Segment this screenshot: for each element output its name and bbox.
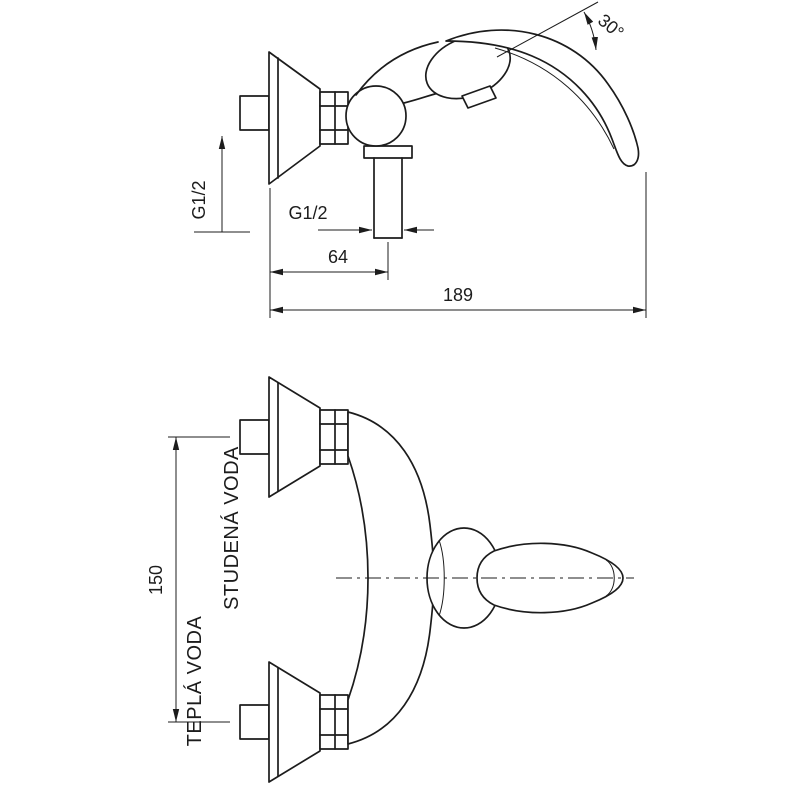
lever-handle	[445, 29, 640, 167]
escutcheon-cone	[268, 661, 321, 783]
wall-connection	[239, 51, 349, 185]
offset-dimension: 64	[269, 188, 389, 318]
hot-water-inlet	[239, 661, 349, 783]
wall-nipple	[239, 419, 270, 455]
mixer-body	[345, 29, 640, 167]
angle-dimension-label: 30°	[594, 10, 628, 43]
escutcheon-cone	[268, 51, 321, 185]
mixer-body-plan	[336, 411, 634, 745]
lever-accent-curve	[494, 47, 615, 150]
wall-thread-dimension: G1/2	[189, 136, 250, 233]
offset-dimension-label: 64	[328, 247, 348, 267]
spacing-dimension-label: 150	[146, 565, 166, 595]
depth-dimension: 189	[270, 172, 647, 318]
wall-thread-label: G1/2	[189, 180, 209, 219]
escutcheon-cone	[268, 376, 321, 498]
mounting-nut	[319, 694, 349, 750]
outlet-thread-dimension: G1/2	[288, 203, 434, 234]
mounting-nut	[319, 91, 349, 145]
hose-connection-stub	[461, 85, 497, 109]
shower-outlet-pipe	[363, 145, 413, 239]
plan-view: 150 STUDENÁ VODA TEPLÁ VODA	[146, 376, 634, 783]
angle-reference-line	[496, 1, 599, 58]
wall-nipple	[239, 704, 270, 740]
arm-top-edge	[355, 41, 439, 96]
outlet-collar	[363, 145, 413, 159]
cold-water-inlet	[239, 376, 349, 498]
mounting-nut	[319, 409, 349, 465]
hot-water-label: TEPLÁ VODA	[183, 616, 206, 747]
spacing-dimension: 150	[146, 436, 230, 723]
body-sphere	[345, 85, 407, 147]
wall-nipple	[239, 95, 270, 131]
cold-water-label: STUDENÁ VODA	[220, 446, 243, 610]
angle-arc	[583, 11, 598, 51]
depth-dimension-label: 189	[443, 285, 473, 305]
lever-tip-arc	[605, 559, 615, 597]
side-view: 30° G1/2 G1/2 64 189	[189, 1, 647, 318]
body-silhouette	[347, 411, 435, 745]
outlet-thread-label: G1/2	[288, 203, 327, 223]
